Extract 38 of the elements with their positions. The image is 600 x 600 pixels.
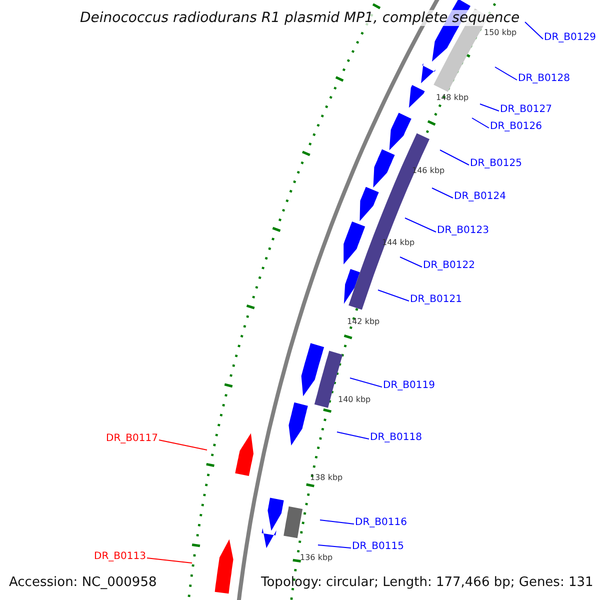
- leader-line: [320, 520, 354, 524]
- leader-line: [480, 104, 500, 112]
- leader-line: [350, 378, 382, 388]
- gene-label: DR_B0126: [490, 122, 542, 132]
- leader-line: [158, 440, 208, 450]
- leader-line: [494, 66, 518, 80]
- accession-label: Accession: NC_000958: [9, 576, 157, 589]
- leader-line: [472, 118, 490, 128]
- scale-label: 138 kbp: [310, 474, 343, 482]
- gene-label: DR_B0115: [352, 542, 404, 552]
- leader-line: [400, 256, 422, 268]
- gene-label: DR_B0128: [518, 74, 570, 84]
- gene-label: DR_B0119: [383, 381, 435, 391]
- gene-label: DR_B0127: [500, 105, 552, 115]
- gene-label: DR_B0124: [454, 192, 506, 202]
- scale-label: 142 kbp: [347, 318, 380, 326]
- gene-label: DR_B0117: [106, 434, 158, 444]
- gene-label: DR_B0122: [423, 261, 475, 271]
- gene-label: DR_B0123: [437, 226, 489, 236]
- leader-line: [524, 22, 544, 40]
- leader-line: [432, 188, 454, 198]
- gene-label: DR_B0125: [470, 159, 522, 169]
- gene-label: DR_B0121: [410, 295, 462, 305]
- leader-line: [146, 558, 192, 564]
- leader-line: [404, 218, 436, 232]
- leader-line: [336, 432, 370, 440]
- scale-label: 136 kbp: [300, 554, 333, 562]
- leader-line: [440, 150, 470, 166]
- gene-label: DR_B0116: [355, 518, 407, 528]
- gene-label: DR_B0113: [94, 552, 146, 562]
- gene-label: DR_B0129: [544, 33, 596, 43]
- scale-label: 148 kbp: [436, 94, 469, 102]
- genome-summary: Topology: circular; Length: 177,466 bp; Genes: 131: [261, 576, 594, 589]
- scale-label: 150 kbp: [484, 29, 517, 37]
- leader-line: [378, 290, 410, 302]
- leader-line: [318, 544, 352, 548]
- scale-label: 140 kbp: [338, 396, 371, 404]
- gene-label: DR_B0118: [370, 433, 422, 443]
